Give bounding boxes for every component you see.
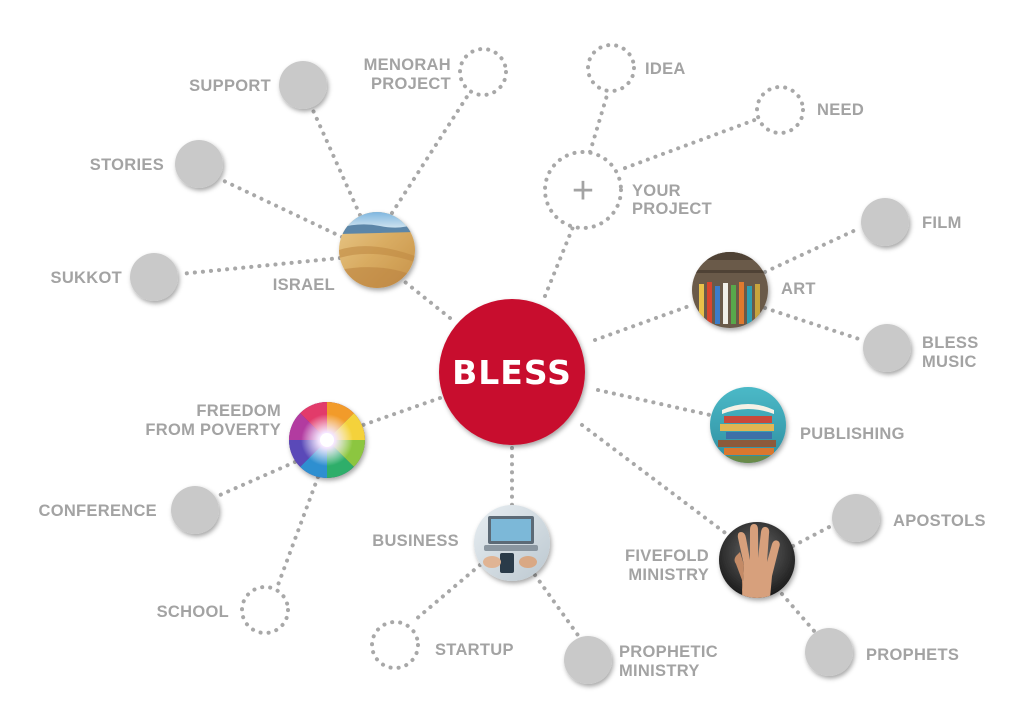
label-school: SCHOOL — [157, 603, 229, 621]
link-israel-menorah — [390, 90, 472, 215]
label-stories: STORIES — [90, 156, 164, 174]
label-prophetic-line1: PROPHETIC — [619, 643, 718, 661]
label-menorah-line2: PROJECT — [371, 75, 451, 93]
link-yourproject-need — [623, 116, 762, 170]
link-yourproject-idea — [588, 90, 610, 154]
label-prophetic-line2: MINISTRY — [619, 662, 700, 680]
fivefold-photo — [719, 522, 795, 598]
bless-circle — [439, 299, 585, 445]
node-art[interactable] — [692, 252, 768, 328]
node-prophets[interactable] — [805, 628, 853, 676]
link-center-freedom — [361, 396, 442, 427]
dashed-nodes — [240, 43, 805, 670]
link-center-israel — [403, 280, 452, 320]
label-freedom-line1: FREEDOM — [196, 402, 281, 420]
israel-photo — [339, 212, 415, 288]
link-fivefold-prophets — [780, 592, 817, 634]
bless-logo: BLESS — [452, 353, 572, 392]
link-center-yourproject — [543, 220, 577, 298]
label-bless-music-line1: BLESS — [922, 334, 979, 352]
link-art-film — [763, 226, 862, 274]
label-israel: ISRAEL — [273, 276, 335, 294]
node-your-project[interactable] — [543, 150, 623, 230]
label-fivefold-line1: FIVEFOLD — [625, 547, 709, 565]
link-freedom-conference — [218, 460, 297, 497]
labels: SUPPORT MENORAH PROJECT STORIES SUKKOT I… — [38, 56, 985, 680]
node-israel[interactable] — [339, 212, 415, 288]
freedom-photo — [289, 402, 365, 478]
link-business-startup — [413, 563, 482, 622]
node-freedom-from-poverty[interactable] — [289, 402, 365, 478]
node-film[interactable] — [861, 198, 909, 246]
node-idea[interactable] — [586, 43, 636, 93]
node-stories[interactable] — [175, 140, 223, 188]
label-freedom-line2: FROM POVERTY — [145, 421, 281, 439]
label-film: FILM — [922, 214, 962, 232]
label-support: SUPPORT — [189, 77, 271, 95]
label-need: NEED — [817, 101, 864, 119]
node-need[interactable] — [755, 85, 805, 135]
link-israel-sukkot — [178, 256, 342, 276]
satellite-nodes — [130, 61, 911, 684]
label-menorah-line1: MENORAH — [364, 56, 451, 74]
art-photo — [692, 252, 768, 328]
link-center-publishing — [596, 388, 712, 417]
label-sukkot: SUKKOT — [51, 269, 122, 287]
link-center-fivefold — [580, 423, 730, 537]
node-sukkot[interactable] — [130, 253, 178, 301]
node-apostols[interactable] — [832, 494, 880, 542]
node-bless-music[interactable] — [863, 324, 911, 372]
node-prophetic-ministry[interactable] — [564, 636, 612, 684]
label-business: BUSINESS — [372, 532, 459, 550]
label-startup: STARTUP — [435, 641, 514, 659]
node-conference[interactable] — [171, 486, 219, 534]
label-bless-music-line2: MUSIC — [922, 353, 977, 371]
node-bless-center[interactable]: BLESS — [439, 299, 585, 445]
label-idea: IDEA — [645, 60, 686, 78]
link-business-prophetic — [533, 573, 582, 640]
node-business[interactable] — [474, 505, 550, 581]
link-fivefold-apostols — [791, 523, 835, 548]
publishing-photo — [710, 387, 786, 463]
link-israel-support — [310, 106, 362, 217]
link-art-blessmusic — [763, 306, 864, 342]
node-menorah-project[interactable] — [458, 47, 508, 97]
plus-icon: + — [572, 170, 594, 212]
business-photo — [474, 505, 550, 581]
node-support[interactable] — [279, 61, 327, 109]
node-school[interactable] — [240, 585, 290, 635]
label-conference: CONFERENCE — [38, 502, 157, 520]
label-prophets: PROPHETS — [866, 646, 959, 664]
link-center-art — [593, 303, 694, 342]
link-freedom-school — [276, 475, 320, 587]
label-publishing: PUBLISHING — [800, 425, 905, 443]
node-startup[interactable] — [370, 620, 420, 670]
label-art: ART — [781, 280, 816, 298]
label-your-project-line1: YOUR — [632, 182, 681, 200]
link-israel-stories — [220, 178, 344, 239]
connectors — [178, 90, 864, 640]
node-publishing[interactable] — [710, 387, 786, 463]
label-apostols: APOSTOLS — [893, 512, 986, 530]
label-your-project-line2: PROJECT — [632, 200, 712, 218]
label-fivefold-line2: MINISTRY — [628, 566, 709, 584]
node-fivefold-ministry[interactable] — [719, 522, 795, 598]
